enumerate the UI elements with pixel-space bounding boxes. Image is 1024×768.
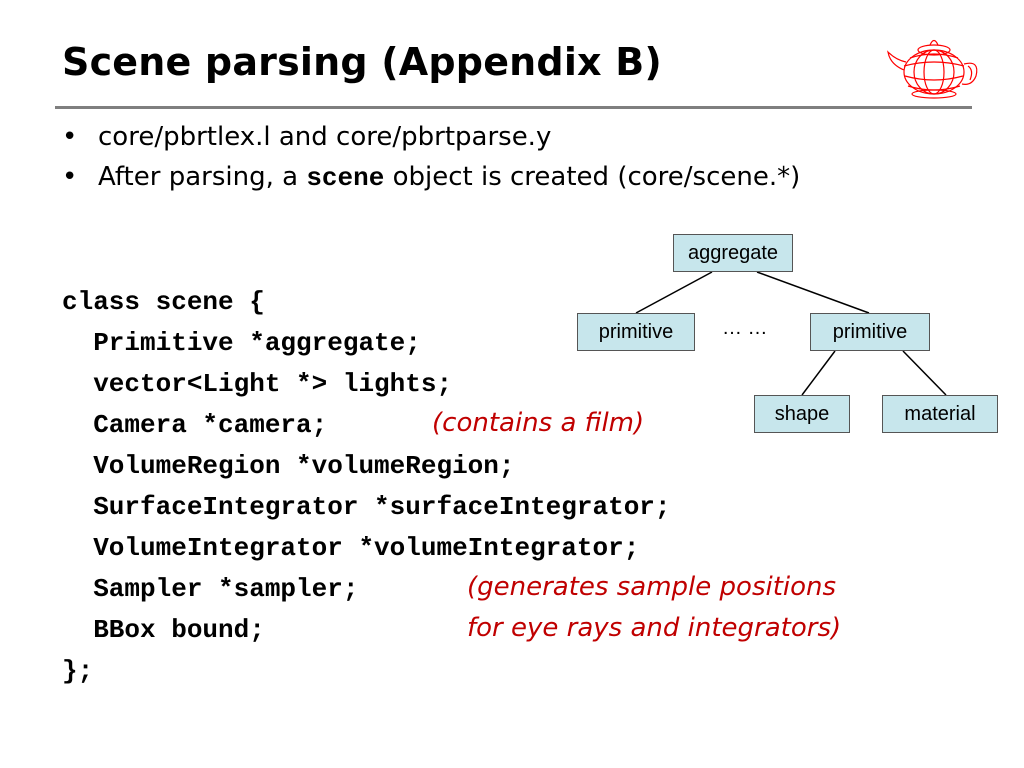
edge-root-right bbox=[756, 271, 870, 314]
tree-ellipsis: … … bbox=[722, 317, 768, 339]
teapot-logo-icon bbox=[887, 39, 978, 99]
code-line: SurfaceIntegrator *surfaceIntegrator; bbox=[62, 492, 671, 522]
code-line: VolumeRegion *volumeRegion; bbox=[62, 451, 515, 481]
code-line: BBox bound; bbox=[62, 615, 265, 645]
code-line: Primitive *aggregate; bbox=[62, 328, 421, 358]
inline-code: scene bbox=[306, 163, 385, 193]
bullet-text: After parsing, a bbox=[98, 162, 307, 192]
camera-annotation: (contains a film) bbox=[432, 408, 645, 438]
node-material: material bbox=[882, 395, 998, 433]
code-line: Camera *camera; bbox=[62, 410, 328, 440]
bullet-marker: • bbox=[62, 122, 78, 152]
code-line: class scene { bbox=[62, 287, 265, 317]
node-primitive-left: primitive bbox=[577, 313, 695, 351]
sampler-annotation-line2: for eye rays and integrators) bbox=[467, 613, 842, 643]
code-line: vector<Light *> lights; bbox=[62, 369, 453, 399]
code-line: VolumeIntegrator *volumeIntegrator; bbox=[62, 533, 640, 563]
bullet-item: • After parsing, a scene object is create… bbox=[62, 162, 800, 193]
code-line: }; bbox=[62, 656, 94, 686]
bullet-marker: • bbox=[62, 162, 78, 192]
bullet-text: core/pbrtlex.l and core/pbrtparse.y bbox=[98, 122, 552, 152]
node-primitive-right: primitive bbox=[810, 313, 930, 351]
code-line: Sampler *sampler; bbox=[62, 574, 359, 604]
bullet-item: • core/pbrtlex.l and core/pbrtparse.y bbox=[62, 122, 551, 152]
edge-primitive-shape bbox=[801, 350, 836, 396]
edge-primitive-material bbox=[902, 350, 947, 396]
edge-root-left bbox=[635, 271, 713, 314]
title-divider bbox=[55, 106, 972, 109]
node-shape: shape bbox=[754, 395, 850, 433]
sampler-annotation-line1: (generates sample positions bbox=[467, 572, 837, 602]
node-aggregate: aggregate bbox=[673, 234, 793, 272]
bullet-text: object is created (core/scene.*) bbox=[384, 162, 801, 192]
slide-title: Scene parsing (Appendix B) bbox=[62, 40, 662, 84]
